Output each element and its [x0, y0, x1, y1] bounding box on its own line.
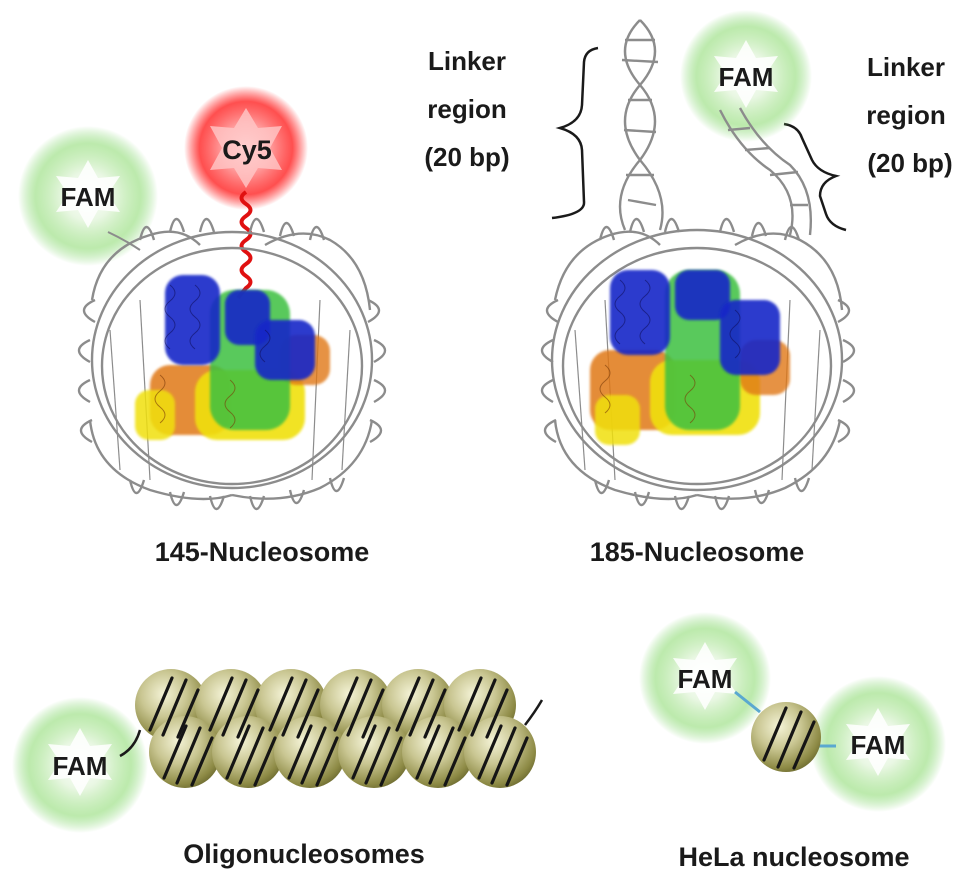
- fam-label: FAM: [678, 664, 733, 694]
- fam-star-icon: [48, 728, 112, 796]
- fam-star-icon: [673, 642, 737, 710]
- panel-145-nucleosome: FAM Cy5: [18, 86, 387, 567]
- fam-marker-145: FAM: [18, 126, 158, 266]
- svg-text:Linker: Linker: [867, 52, 945, 82]
- panel-oligonucleosomes: FAM: [12, 669, 544, 869]
- histone-core-icon: [135, 275, 330, 440]
- cy5-linker: [236, 190, 253, 300]
- caption-hela-nucleosome: HeLa nucleosome: [678, 842, 909, 872]
- svg-text:(20 bp): (20 bp): [424, 142, 509, 172]
- linker-dna: [618, 19, 812, 236]
- caption-145-nucleosome: 145-Nucleosome: [155, 537, 370, 567]
- fam-marker-hela-2: FAM: [810, 676, 946, 812]
- fam-label: FAM: [53, 751, 108, 781]
- fam-star-icon: [714, 40, 778, 108]
- svg-text:region: region: [866, 100, 945, 130]
- hela-linker-1: [734, 690, 761, 714]
- linker-label-right: Linker region (20 bp): [783, 52, 953, 232]
- panel-185-nucleosome: Linker region (20 bp) Linker region (20 …: [424, 10, 953, 567]
- fam-label: FAM: [61, 182, 116, 212]
- caption-oligonucleosomes: Oligonucleosomes: [183, 839, 425, 869]
- fam-label: FAM: [719, 62, 774, 92]
- caption-185-nucleosome: 185-Nucleosome: [590, 537, 805, 567]
- fam-marker-185: FAM: [680, 10, 812, 142]
- histone-core-icon: [590, 270, 790, 445]
- fam-star-icon: [56, 160, 120, 228]
- cy5-label: Cy5: [222, 135, 272, 165]
- linker-label-left: Linker region (20 bp): [424, 46, 599, 220]
- svg-text:(20 bp): (20 bp): [867, 148, 952, 178]
- dna-superhelix-icon: [77, 217, 387, 511]
- cy5-star-icon: [210, 108, 282, 188]
- linker-brace-icon: [551, 46, 599, 220]
- linker-brace-icon: [783, 122, 847, 232]
- nucleosome-bead-icon: [751, 702, 821, 772]
- oligo-bead-array: [135, 669, 544, 788]
- svg-text:region: region: [427, 94, 506, 124]
- panel-hela-nucleosome: FAM FAM HeLa nucleosome: [639, 612, 946, 872]
- svg-text:Linker: Linker: [428, 46, 506, 76]
- cy5-marker-145: Cy5: [184, 86, 308, 300]
- fam-star-icon: [846, 708, 910, 776]
- fam-marker-hela-1: FAM: [639, 612, 771, 744]
- fam-marker-oligo: FAM: [12, 697, 148, 833]
- fam-label: FAM: [851, 730, 906, 760]
